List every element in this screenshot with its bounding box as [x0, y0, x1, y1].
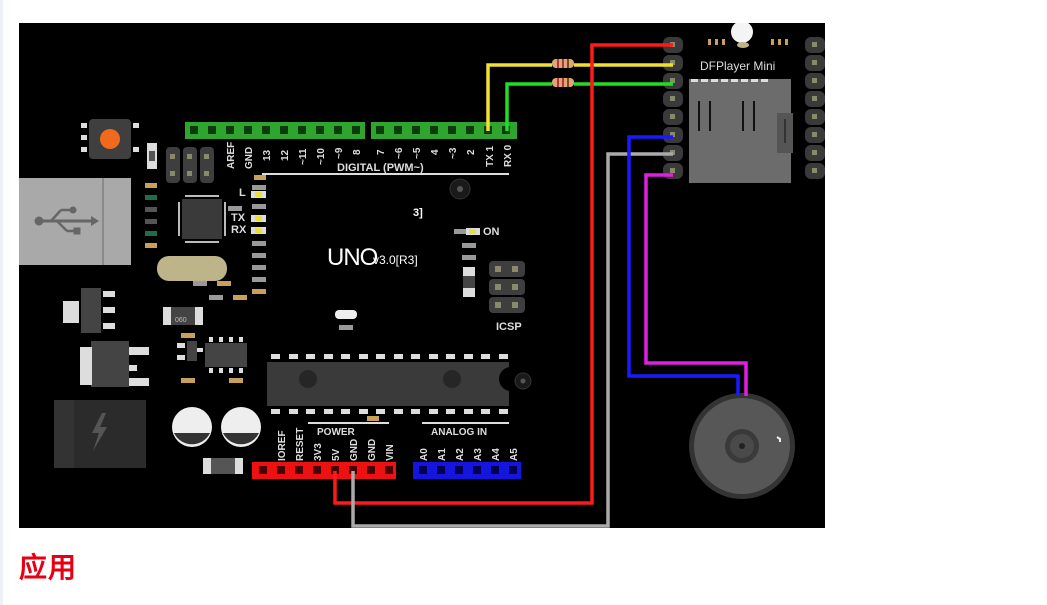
- uno-logo: UNO v3.0[R3] 3]: [327, 207, 423, 271]
- usb-connector: [19, 178, 131, 265]
- svg-text:~10: ~10: [316, 148, 327, 165]
- svg-text:~6: ~6: [394, 147, 405, 159]
- svg-text:RESET: RESET: [295, 428, 306, 461]
- resistor-1: [552, 59, 574, 68]
- svg-text:3V3: 3V3: [313, 443, 324, 461]
- power-header-label: POWER: [317, 427, 356, 438]
- dfplayer-mini-module: DFPlayer Mini: [663, 23, 825, 193]
- section-title: 应用: [19, 551, 78, 584]
- svg-text:2: 2: [466, 149, 477, 155]
- svg-text:AREF: AREF: [226, 142, 237, 169]
- svg-text:4: 4: [430, 149, 441, 155]
- speaker: [689, 393, 795, 499]
- svg-text:5V: 5V: [331, 448, 342, 461]
- svg-text:L: L: [239, 187, 246, 199]
- wire-blue: [627, 135, 740, 396]
- svg-text:RX: RX: [231, 224, 247, 236]
- svg-text:A0: A0: [419, 448, 430, 461]
- wire-yellow: [486, 63, 552, 131]
- svg-text:GND: GND: [244, 147, 255, 169]
- svg-text:~5: ~5: [412, 147, 423, 159]
- svg-text:VIN: VIN: [385, 444, 396, 461]
- svg-text:7: 7: [376, 149, 387, 155]
- svg-text:GND: GND: [349, 439, 360, 461]
- svg-text:~11: ~11: [298, 148, 309, 165]
- svg-text:GND: GND: [367, 439, 378, 461]
- wire-red: [333, 43, 673, 505]
- svg-text:IOREF: IOREF: [277, 430, 288, 461]
- analog-header-label: ANALOG IN: [431, 427, 487, 438]
- resistor-2: [552, 78, 574, 87]
- svg-text:~9: ~9: [334, 147, 345, 159]
- digital-header-label: DIGITAL (PWM~): [337, 162, 424, 174]
- analog-header: [413, 462, 521, 479]
- usb-icon: [34, 206, 99, 235]
- svg-text:A4: A4: [491, 448, 502, 461]
- svg-text:A1: A1: [437, 448, 448, 461]
- svg-text:TX 1: TX 1: [485, 145, 496, 167]
- svg-text:ICSP: ICSP: [496, 321, 522, 333]
- atmega-chip: [267, 354, 532, 414]
- svg-text:3]: 3]: [413, 207, 423, 219]
- svg-text:13: 13: [262, 149, 273, 161]
- svg-text:060: 060: [175, 317, 187, 324]
- wiring-diagram-image: AREF GND 13 12 ~11 ~10 ~9 8 7 ~6 ~5 4 ~3…: [19, 23, 825, 528]
- reset-button-component: [81, 119, 139, 159]
- svg-text:v3.0[R3]: v3.0[R3]: [373, 253, 418, 267]
- power-header: [252, 462, 396, 479]
- wire-magenta: [644, 173, 748, 396]
- page-left-border: [0, 0, 3, 605]
- svg-text:A5: A5: [509, 448, 520, 461]
- svg-text:8: 8: [352, 149, 363, 155]
- svg-text:A2: A2: [455, 448, 466, 461]
- svg-text:RX 0: RX 0: [503, 144, 514, 167]
- svg-text:~3: ~3: [448, 147, 459, 159]
- on-label: ON: [483, 226, 500, 238]
- digital-header: [185, 122, 517, 139]
- power-jack: [54, 400, 146, 468]
- wire-green: [505, 82, 552, 131]
- icsp-header: ICSP: [489, 261, 525, 333]
- svg-text:UNO: UNO: [327, 244, 378, 271]
- svg-text:A3: A3: [473, 448, 484, 461]
- svg-text:TX: TX: [231, 212, 246, 224]
- usb-chip: [178, 195, 226, 243]
- svg-text:12: 12: [280, 149, 291, 161]
- dfplayer-label: DFPlayer Mini: [700, 59, 775, 73]
